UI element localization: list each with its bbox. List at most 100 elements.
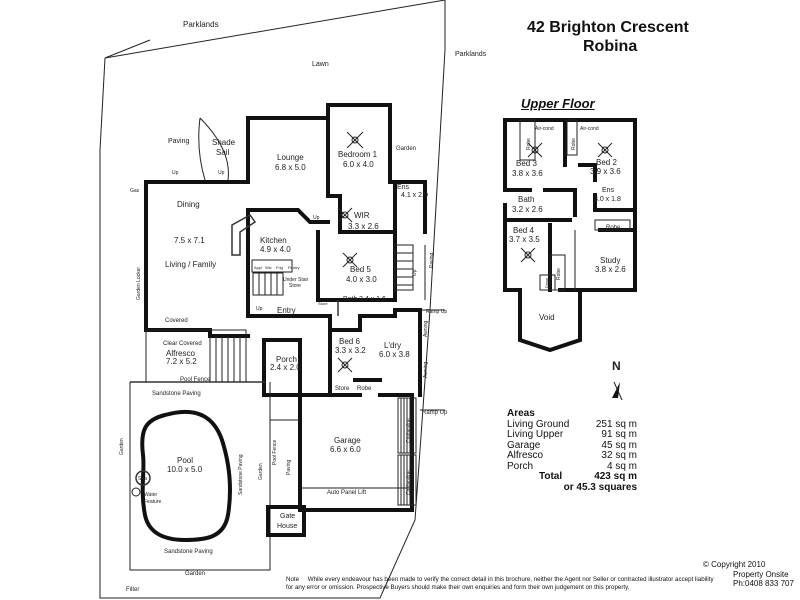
entry-name: Entry: [277, 306, 296, 315]
bed5-name: Bed 5: [350, 265, 371, 274]
u-robe4: Robe: [606, 225, 621, 231]
paving-side-label: Paving: [286, 459, 292, 475]
label-lawn: Lawn: [312, 61, 329, 68]
company-phone: Ph:0408 833 707: [733, 579, 794, 588]
bed5-size: 4.0 x 3.0: [346, 275, 377, 284]
lounge-name: Lounge: [277, 153, 304, 162]
u-robe1: Robe: [526, 138, 532, 150]
label-sail: Sail: [216, 148, 230, 157]
area-squares: or 45.3 squares: [563, 481, 637, 493]
label-paving: Paving: [168, 138, 190, 145]
garden-left-label: Garden: [119, 438, 125, 455]
address-line1: 42 Brighton Crescent: [527, 19, 689, 36]
north-arrow: [612, 381, 623, 401]
label-up3: Up: [313, 215, 320, 221]
kitchen-name: Kitchen: [260, 236, 287, 245]
wic-label: Wic: [265, 265, 272, 270]
u-down: Down: [544, 278, 549, 288]
u-bath-name: Bath: [518, 195, 534, 204]
ens-size: 4.1 x 2.0: [401, 192, 428, 199]
living-name: Living / Family: [165, 260, 216, 269]
copyright-icon: ©: [703, 560, 709, 569]
ldry-name: L'dry: [384, 341, 401, 350]
label-garden-top: Garden: [396, 146, 416, 152]
store2-label: Store: [335, 386, 350, 392]
note-label: Note: [286, 576, 300, 583]
u-robe2: Robe: [571, 138, 577, 150]
pool-name: Pool: [177, 456, 193, 465]
pantry-label: Pantry: [288, 265, 300, 270]
garden-lock-label: Garden Locker: [136, 267, 142, 300]
company-name: Property Onsite: [733, 569, 789, 579]
robe-label: Robe: [357, 386, 372, 392]
alfresco-size: 7.2 x 5.2: [166, 357, 197, 366]
store1-label: Store: [318, 301, 328, 306]
garden-bottom: Garden: [185, 571, 205, 577]
covered-label: Covered: [165, 318, 188, 324]
awning2-label: Awning: [423, 361, 429, 378]
ramp-up2: Ramp Up: [422, 410, 448, 416]
spa[interactable]: [135, 470, 151, 486]
disclaimer-note: Note While every endeavour has been made…: [286, 576, 716, 592]
alfresco-name: Alfresco: [166, 349, 195, 358]
label-up4: Up: [256, 306, 263, 312]
water-label: Water: [144, 492, 157, 498]
sandstone-side-label: Sandstone Paving: [238, 454, 244, 495]
u-ens-name: Ens: [602, 187, 615, 194]
label-shade: Shade: [212, 138, 236, 147]
upper-floor-title: Upper Floor: [521, 96, 595, 111]
bed1-name: Bedroom 1: [338, 150, 378, 159]
u-aircond1: Air-cond: [535, 126, 554, 132]
garden-mid-label: Garden: [258, 463, 264, 480]
under-stair-1: Under Stair: [283, 277, 309, 283]
u-bed2-size: 3.9 x 3.6: [590, 167, 621, 176]
bed6-name: Bed 6: [339, 337, 360, 346]
ens-name: Ens: [397, 184, 410, 191]
u-study-size: 3.8 x 2.6: [595, 265, 626, 274]
paving-right-label: Paving: [429, 252, 435, 268]
label-up1: Up: [172, 170, 179, 176]
ceiling-fans: [337, 131, 364, 373]
void: [518, 288, 582, 353]
house-label: House: [277, 523, 297, 530]
awning1-label: Awning: [423, 320, 429, 337]
stairs-ground: [252, 244, 414, 296]
u-bed4-size: 3.7 x 3.5: [509, 235, 540, 244]
spa-label: Spa: [138, 476, 147, 482]
wir-size: 3.3 x 2.6: [348, 222, 379, 231]
u-robe3: Robe: [556, 268, 562, 280]
label-parklands-right: Parklands: [455, 51, 487, 58]
label-parklands-top: Parklands: [183, 20, 219, 29]
areas-heading: Areas: [507, 408, 535, 419]
clothesline1-label: Clothesline: [406, 418, 412, 443]
u-bed3-name: Bed 3: [516, 159, 537, 168]
bath-size: 3.4 x 1.6: [359, 296, 386, 303]
pool[interactable]: [140, 409, 232, 543]
dining-name: Dining: [177, 200, 200, 209]
shade-sail: [198, 117, 229, 181]
sandstone-top: Sandstone Paving: [152, 391, 201, 397]
living-size: 7.5 x 7.1: [174, 236, 205, 245]
u-study-name: Study: [600, 256, 620, 265]
wir-name: WIR: [354, 211, 370, 220]
copyright-text: Copyright 2010: [711, 560, 766, 569]
kitchen-size: 4.9 x 4.0: [260, 245, 291, 254]
fridge-label: Frig: [276, 265, 283, 270]
gate-house: [266, 505, 306, 537]
filter-label: Filter: [126, 587, 139, 593]
porch-name: Porch: [276, 355, 297, 364]
u-bed4-name: Bed 4: [513, 226, 534, 235]
label-up2: Up: [218, 170, 225, 176]
feature-label: Feature: [144, 499, 161, 505]
appl-label: Appl: [254, 265, 262, 270]
block-boundary: [99, 0, 446, 599]
bed6-size: 3.3 x 3.2: [335, 346, 366, 355]
ldry-size: 6.0 x 3.8: [379, 350, 410, 359]
pool-size: 10.0 x 5.0: [167, 465, 203, 474]
